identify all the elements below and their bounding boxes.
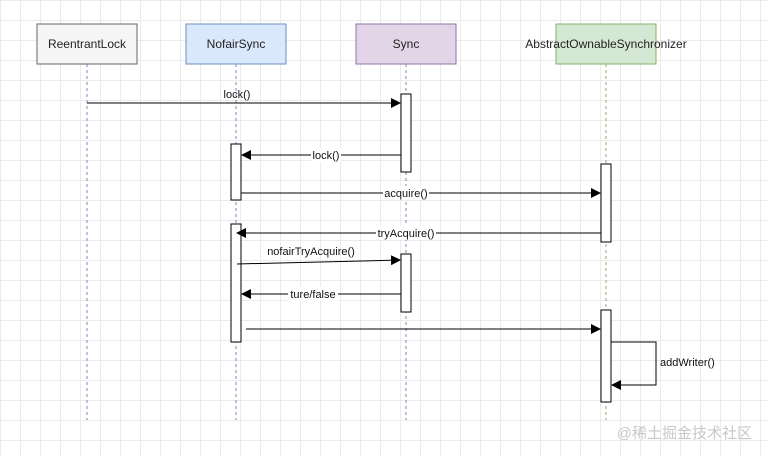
message-true-false: ture/false <box>241 287 401 301</box>
message-label: acquire() <box>384 188 427 200</box>
watermark: @稀土掘金技术社区 <box>617 425 752 442</box>
activation-nofairsync-2 <box>230 223 242 343</box>
message-label: nofairTryAcquire() <box>267 246 355 258</box>
message-label: addWriter() <box>660 357 715 369</box>
message-label: lock() <box>224 89 251 101</box>
participant-reentrantlock: ReentrantLock <box>36 23 138 65</box>
message-lock-1: lock() <box>87 89 401 108</box>
activation-nofairsync-1 <box>230 143 242 201</box>
participant-label-nofairsync: NofairSync <box>207 37 266 51</box>
activation-sync-2 <box>400 253 412 313</box>
message-acquire: acquire() <box>241 186 601 200</box>
activation-sync-1 <box>400 93 412 173</box>
message-label: lock() <box>313 150 340 162</box>
activation-aos-2 <box>600 309 612 403</box>
participant-label-reentrantlock: ReentrantLock <box>48 37 127 51</box>
participant-label-aos: AbstractOwnableSynchronizer <box>525 37 686 51</box>
activation-aos-1 <box>600 163 612 243</box>
participant-sync: Sync <box>355 23 457 65</box>
message-addwriter: addWriter() <box>611 341 715 390</box>
message-tryacquire: tryAcquire() <box>236 226 601 240</box>
participant-label-sync: Sync <box>393 37 420 51</box>
participant-aos: AbstractOwnableSynchronizer <box>525 23 687 65</box>
message-label: ture/false <box>290 289 335 301</box>
participant-nofairsync: NofairSync <box>185 23 287 65</box>
message-nofairtryacquire: nofairTryAcquire() <box>236 246 401 266</box>
message-lock-2: lock() <box>241 148 401 162</box>
message-label: tryAcquire() <box>378 228 435 240</box>
